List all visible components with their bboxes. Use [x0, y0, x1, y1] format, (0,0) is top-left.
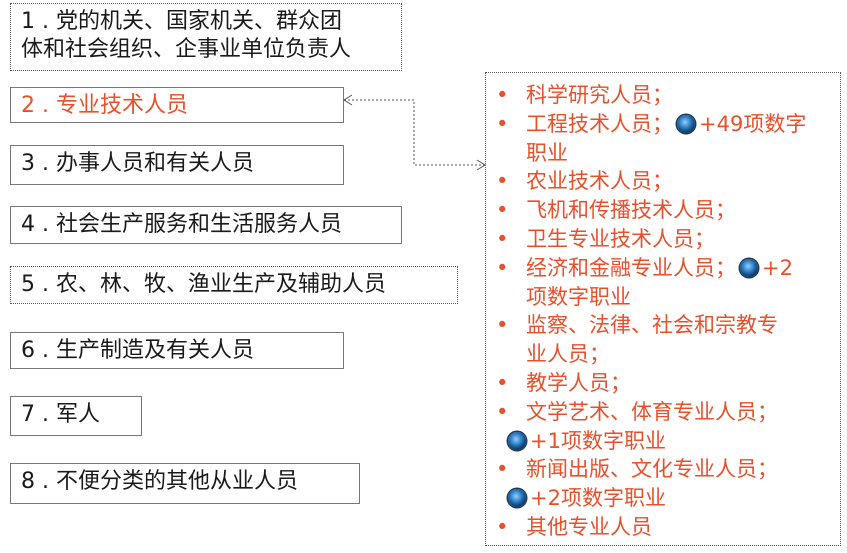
category-text: 专业技术人员 — [56, 93, 189, 118]
list-item: • 文学艺术、体育专业人员； +1项数字职业 — [496, 398, 840, 456]
subcategory-extra: +49项数字 — [699, 111, 807, 136]
category-text: 不便分类的其他从业人员 — [56, 469, 299, 494]
subcategory-text: 其他专业人员 — [526, 514, 652, 539]
arrowhead-left-icon — [343, 94, 353, 106]
category-sep: . — [42, 93, 49, 118]
category-sep: . — [42, 272, 49, 297]
category-text: 农、林、牧、渔业生产及辅助人员 — [56, 272, 387, 297]
bullet: • — [496, 399, 509, 424]
bullet: • — [496, 226, 509, 251]
subcategory-list: • 科学研究人员； • 工程技术人员； +49项数字 职业 • 农业技术人员； •… — [486, 73, 840, 542]
subcategory-text: 经济和金融专业人员； — [526, 255, 736, 280]
subcategory-text: 科学研究人员； — [526, 83, 673, 107]
subcategory-text: 文学艺术、体育专业人员； — [526, 399, 778, 424]
subcategory-text: 农业技术人员； — [526, 169, 673, 194]
list-item: • 教学人员； — [496, 369, 840, 398]
subcategory-text-line2: 项数字职业 — [526, 284, 631, 309]
subcategory-text: 卫生专业技术人员； — [526, 226, 715, 251]
digital-job-badge-icon — [740, 258, 758, 277]
subcategory-extra: +2项数字职业 — [530, 486, 666, 511]
subcategory-extra: +1项数字职业 — [530, 428, 666, 453]
subcategory-text: 飞机和传播技术人员； — [526, 198, 736, 223]
category-3: 3 . 办事人员和有关人员 — [10, 145, 344, 185]
list-item: • 农业技术人员； — [496, 167, 840, 196]
subcategory-text-line2: +1项数字职业 — [508, 427, 840, 456]
list-item: • 经济和金融专业人员； +2 项数字职业 — [496, 254, 840, 312]
category-text: 办事人员和有关人员 — [56, 151, 255, 176]
list-item: • 新闻出版、文化专业人员； +2项数字职业 — [496, 455, 840, 513]
category-text: 生产制造及有关人员 — [56, 338, 255, 363]
category-7: 7 . 军人 — [10, 396, 142, 436]
list-item: • 其他专业人员 — [496, 513, 840, 542]
category-8: 8 . 不便分类的其他从业人员 — [10, 463, 360, 504]
bullet: • — [496, 313, 509, 338]
category-num: 4 — [21, 212, 35, 237]
bullet: • — [496, 198, 509, 223]
category-text: 社会生产服务和生活服务人员 — [56, 212, 343, 237]
bullet: • — [496, 83, 509, 107]
subcategory-text: 教学人员； — [526, 370, 631, 395]
list-item: • 飞机和传播技术人员； — [496, 196, 840, 225]
subcategory-text: 新闻出版、文化专业人员； — [526, 457, 778, 482]
bullet: • — [496, 457, 509, 482]
category-4: 4 . 社会生产服务和生活服务人员 — [10, 206, 402, 244]
subcategory-text-line2: +2项数字职业 — [508, 484, 840, 513]
category-5: 5 . 农、林、牧、渔业生产及辅助人员 — [10, 266, 458, 304]
subcategory-extra: +2 — [762, 255, 793, 280]
subcategory-text-line2: 职业 — [526, 140, 568, 165]
category-2: 2 . 专业技术人员 — [10, 87, 344, 123]
digital-job-badge-icon — [508, 431, 526, 450]
category-6: 6 . 生产制造及有关人员 — [10, 332, 344, 369]
bullet: • — [496, 169, 509, 194]
category-sep: . — [42, 9, 49, 34]
digital-job-badge-icon — [677, 114, 695, 133]
subcategory-text: 监察、法律、社会和宗教专 — [526, 313, 778, 338]
digital-job-badge-icon — [508, 489, 526, 508]
category-text-line2: 体和社会组织、企事业单位负责人 — [21, 37, 352, 62]
category-num: 3 — [21, 151, 35, 176]
list-item: • 科学研究人员； — [496, 81, 840, 110]
connector-line — [344, 99, 485, 166]
category-1: 1 . 党的机关、国家机关、群众团 体和社会组织、企事业单位负责人 — [10, 3, 402, 71]
category-num: 7 — [21, 402, 35, 427]
subcategory-text: 工程技术人员； — [526, 111, 673, 136]
category-text: 党的机关、国家机关、群众团 — [56, 9, 343, 34]
subcategory-text-line2: 业人员； — [526, 342, 610, 367]
category-sep: . — [42, 338, 49, 363]
category-text: 军人 — [56, 402, 101, 427]
bullet: • — [496, 514, 509, 539]
category-num: 5 — [21, 272, 35, 297]
category-sep: . — [42, 212, 49, 237]
category-sep: . — [42, 151, 49, 176]
category-num: 1 — [21, 9, 35, 34]
list-item: • 监察、法律、社会和宗教专 业人员； — [496, 311, 840, 369]
category-sep: . — [42, 402, 49, 427]
list-item: • 卫生专业技术人员； — [496, 225, 840, 254]
category-num: 8 — [21, 469, 35, 494]
list-item: • 工程技术人员； +49项数字 职业 — [496, 110, 840, 168]
category-sep: . — [42, 469, 49, 494]
category-num: 6 — [21, 338, 35, 363]
bullet: • — [496, 255, 509, 280]
category-num: 2 — [21, 93, 35, 118]
subcategory-panel: • 科学研究人员； • 工程技术人员； +49项数字 职业 • 农业技术人员； •… — [485, 72, 841, 546]
bullet: • — [496, 370, 509, 395]
bullet: • — [496, 111, 509, 136]
